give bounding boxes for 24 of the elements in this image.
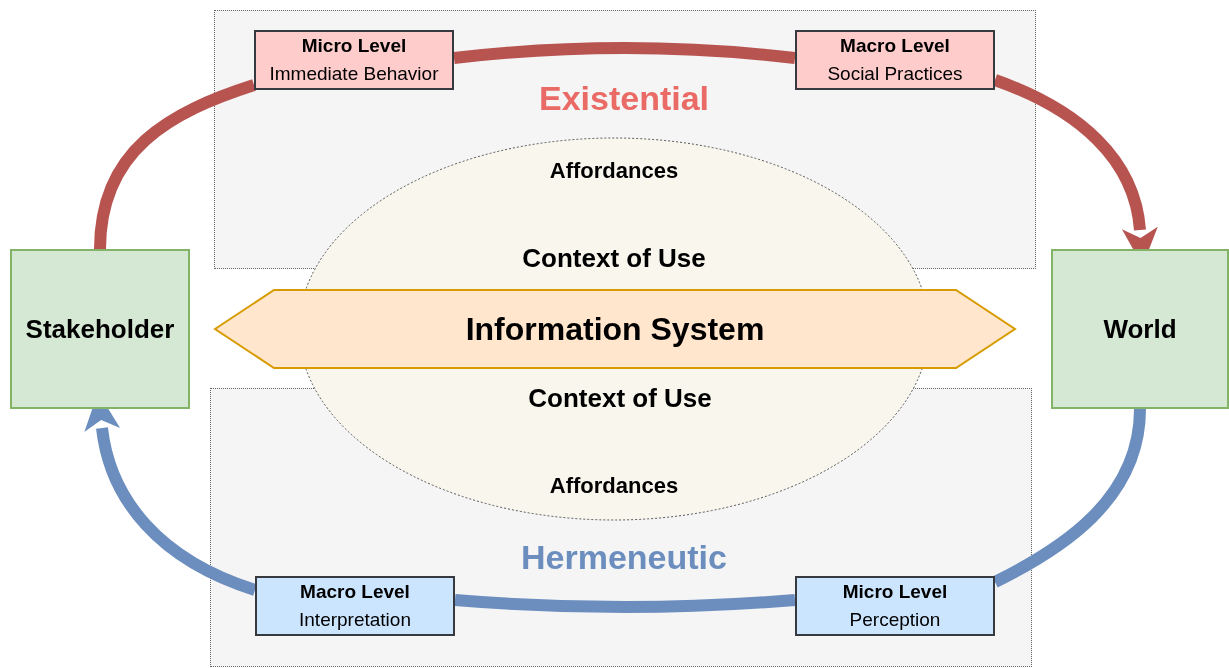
level-subtitle: Interpretation <box>299 608 411 632</box>
hexagon-label: Information System <box>465 310 765 349</box>
ellipse-label: Context of Use <box>522 241 706 275</box>
level-subtitle: Social Practices <box>827 62 963 86</box>
actor-box <box>10 249 190 409</box>
ellipse-label: Context of Use <box>528 381 712 415</box>
level-box <box>254 30 454 90</box>
level-box <box>795 576 995 636</box>
section-title: Existential <box>538 77 710 119</box>
level-title: Micro Level <box>842 579 948 604</box>
ellipse-label: Affordances <box>549 156 679 185</box>
box-label: Stakeholder <box>25 312 175 346</box>
level-subtitle: Perception <box>849 608 941 632</box>
level-subtitle: Immediate Behavior <box>269 62 439 86</box>
box-label: World <box>1103 312 1177 346</box>
ellipse-label: Affordances <box>549 471 679 500</box>
level-title: Macro Level <box>840 33 950 58</box>
section-title: Hermeneutic <box>521 536 727 578</box>
level-box <box>255 576 455 636</box>
actor-box <box>1051 249 1229 409</box>
level-box <box>795 30 995 90</box>
level-title: Macro Level <box>300 579 410 604</box>
level-title: Micro Level <box>301 33 407 58</box>
hexagon-node <box>214 289 1016 369</box>
